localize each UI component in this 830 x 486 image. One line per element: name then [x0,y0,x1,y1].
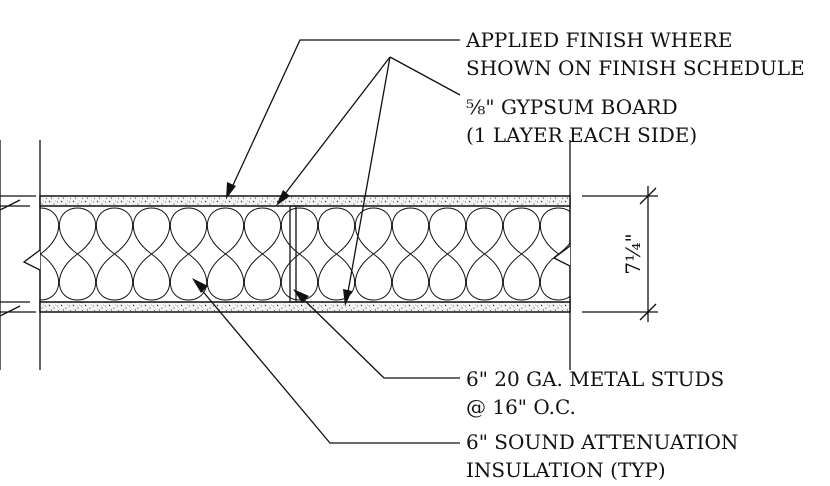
insulation-loop [391,207,430,301]
arrowhead-applied-finish [226,182,236,199]
svg-text:INSULATION (TYP): INSULATION (TYP) [466,458,666,481]
insulation-loop [465,207,504,301]
arrowhead-insulation [192,278,208,293]
svg-text:@ 16" O.C.: @ 16" O.C. [466,395,576,419]
break-symbol-right [552,206,571,302]
gypsum-board-bottom [39,301,571,313]
insulation-loop [243,207,282,301]
insulation-batt [40,207,613,301]
svg-text:APPLIED FINISH WHERE: APPLIED FINISH WHERE [465,28,732,52]
wall-thickness-dimension [582,186,658,322]
leader-insulation [194,281,460,444]
metal-stud [289,205,304,303]
gypsum-board-top [39,195,571,207]
note-applied-finish: APPLIED FINISH WHERE SHOWN ON FINISH SCH… [465,28,805,80]
note-gypsum-board: ⅝" GYPSUM BOARD (1 LAYER EACH SIDE) [466,95,697,147]
insulation-loop [577,208,613,300]
insulation-loop [539,207,570,301]
note-metal-studs: 6" 20 GA. METAL STUDS @ 16" O.C. [466,367,724,419]
note-insulation: 6" SOUND ATTENUATION INSULATION (TYP) [466,430,738,482]
left-edge-lines [0,140,571,370]
insulation-loop [354,207,393,301]
insulation-loop [428,207,467,301]
insulation-loop [169,207,208,301]
leader-studs [295,291,460,379]
insulation-loop [95,207,134,301]
break-symbol-left [22,206,41,302]
insulation-loop [132,207,171,301]
left-dimension-ticks [0,195,36,317]
svg-text:SHOWN ON FINISH SCHEDULE: SHOWN ON FINISH SCHEDULE [466,56,805,80]
arrowhead-gypsum-bottom [343,289,352,306]
svg-text:6" 20 GA. METAL STUDS: 6" 20 GA. METAL STUDS [466,367,724,391]
insulation-loop [58,207,97,301]
insulation-loop [206,207,245,301]
insulation-loop [280,207,319,301]
arrowhead-gypsum-top [276,190,290,206]
svg-text:⅝" GYPSUM BOARD: ⅝" GYPSUM BOARD [466,95,678,119]
dimension-label: 7¼" [621,233,645,274]
insulation-loop [502,207,541,301]
arrowhead-studs [293,289,309,303]
svg-text:6" SOUND ATTENUATION: 6" SOUND ATTENUATION [466,430,738,454]
leader-gypsum [277,56,461,304]
leader-applied-finish [227,39,460,197]
svg-text:(1 LAYER EACH SIDE): (1 LAYER EACH SIDE) [466,123,697,147]
insulation-loop [317,207,356,301]
